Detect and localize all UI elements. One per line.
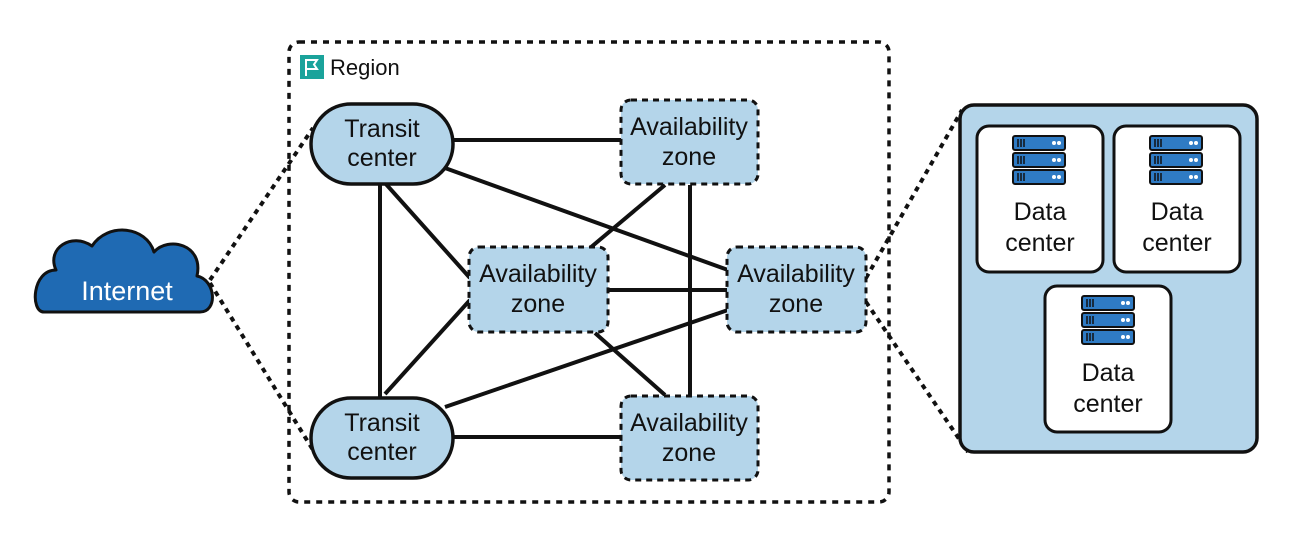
transit-center-2-line1: Transit [344, 409, 420, 437]
transit-center-2: Transit center [309, 396, 455, 480]
availability-zone-2-line2: zone [511, 290, 565, 318]
availability-zone-4-line1: Availability [630, 409, 748, 437]
transit-center-1-line1: Transit [344, 115, 420, 143]
expansion-line-bottom [864, 300, 970, 454]
region-label: Region [330, 55, 400, 80]
data-center-2: Data center [1112, 124, 1242, 274]
expansion-line-top [864, 109, 964, 279]
data-center-2-line2: center [1142, 229, 1211, 257]
availability-zone-3-line2: zone [769, 290, 823, 318]
availability-zone-4-line2: zone [662, 439, 716, 467]
data-center-3-line2: center [1073, 390, 1142, 418]
availability-zone-2-line1: Availability [479, 260, 597, 288]
server-rack-icon [1149, 135, 1203, 185]
link-az2-az4 [593, 331, 667, 397]
internet-label: Internet [81, 276, 173, 306]
server-rack-icon [1012, 135, 1066, 185]
link-tc1-az2 [383, 181, 472, 280]
internet-link-bottom [208, 281, 315, 452]
availability-zone-1-line2: zone [662, 143, 716, 171]
transit-center-1-line2: center [347, 144, 416, 172]
availability-zone-2: Availability zone [467, 245, 610, 334]
data-center-2-line1: Data [1151, 198, 1204, 226]
link-tc2-az2 [383, 298, 472, 396]
link-tc2-az3 [444, 308, 729, 409]
data-center-1-line1: Data [1014, 198, 1067, 226]
internet-cloud-icon [33, 228, 214, 314]
availability-zone-1: Availability zone [619, 98, 760, 186]
availability-zone-3-line1: Availability [737, 260, 855, 288]
availability-zone-4: Availability zone [619, 394, 760, 482]
data-center-1-line2: center [1005, 229, 1074, 257]
mesh-connections [378, 138, 729, 439]
data-center-1: Data center [975, 124, 1105, 274]
region-boundary [287, 40, 891, 504]
server-rack-icon [1081, 295, 1135, 345]
transit-center-1: Transit center [309, 102, 455, 186]
region-flag-icon [300, 55, 324, 79]
transit-center-2-line2: center [347, 438, 416, 466]
link-tc1-az3 [444, 166, 729, 272]
link-az2-az1 [588, 183, 667, 250]
data-center-3: Data center [1043, 284, 1173, 434]
internet-link-top [208, 126, 315, 282]
availability-zone-1-line1: Availability [630, 113, 748, 141]
availability-zone-3: Availability zone [725, 245, 868, 334]
data-center-3-line1: Data [1082, 359, 1135, 387]
